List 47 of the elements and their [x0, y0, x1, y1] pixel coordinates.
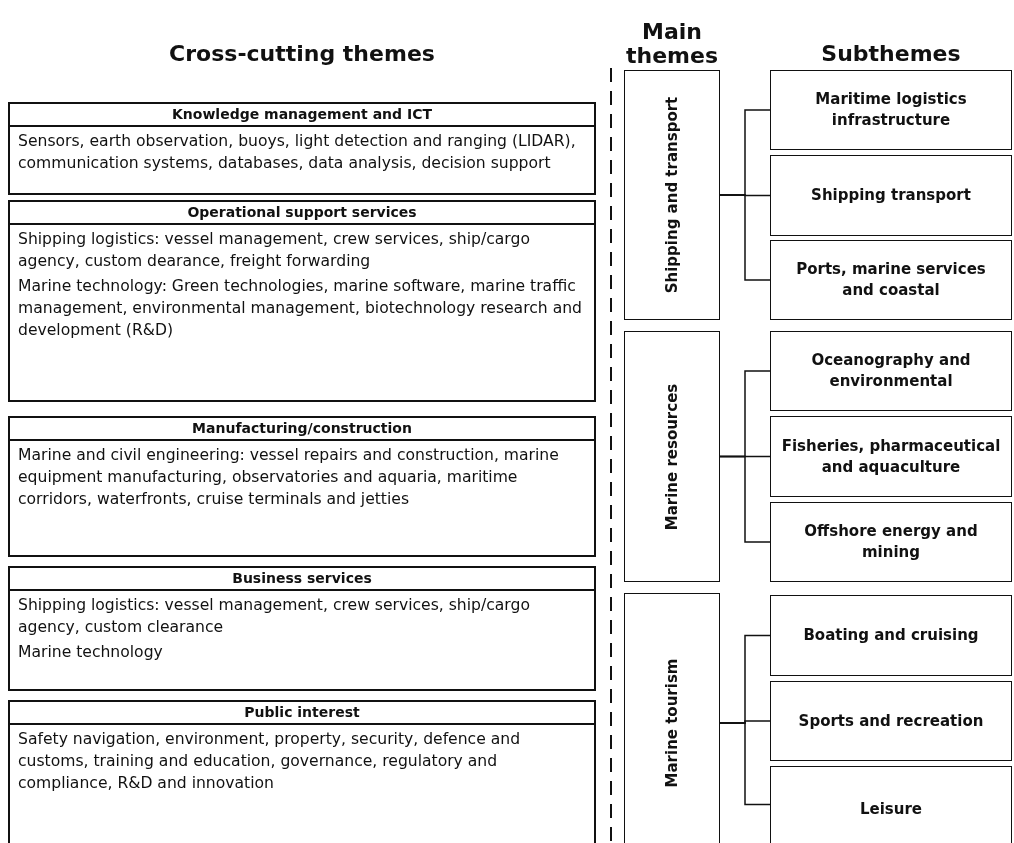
- main-theme-box: [624, 593, 720, 843]
- subtheme-box: [770, 681, 1012, 761]
- subtheme-box: [770, 70, 1012, 150]
- subtheme-label: Offshore energy and mining: [803, 521, 979, 563]
- main-theme-box: [624, 70, 720, 320]
- subtheme-label: Sports and recreation: [798, 710, 984, 732]
- theme-box: [8, 200, 596, 402]
- theme-description: Marine technology: [17, 642, 164, 663]
- connector-line: [719, 722, 771, 806]
- theme-box: [8, 566, 596, 691]
- main-theme-box: [624, 331, 720, 582]
- subtheme-label: Leisure: [859, 799, 923, 820]
- main-theme-label: Marine resources: [663, 383, 681, 530]
- theme-box: [8, 102, 596, 195]
- subtheme-box: [770, 502, 1012, 582]
- theme-description: Shipping logistics: vessel management, crew services, ship/cargo agency, custom dearance, freight forwarding: [17, 229, 531, 272]
- column-heading: Main themes: [624, 20, 719, 68]
- theme-description: Safety navigation, environment, property, security, defence and customs, training and education, governance, regulatory and compliance, R&D and innovation: [17, 729, 522, 794]
- subtheme-label: Fisheries, pharmaceutical and aquaculture: [780, 435, 1002, 478]
- theme-box: [8, 416, 596, 557]
- theme-heading: Business services: [10, 568, 594, 591]
- theme-heading: Manufacturing/construction: [10, 418, 594, 441]
- theme-description: Sensors, earth observation, buoys, light detection and ranging (LIDAR), communication systems, databases, data analysis, decision support: [17, 131, 577, 174]
- subtheme-label: Ports, marine services and coastal: [795, 259, 987, 301]
- connector-line: [719, 194, 771, 281]
- subtheme-label: Boating and cruising: [803, 625, 979, 646]
- subtheme-box: [770, 766, 1012, 843]
- subtheme-box: [770, 416, 1012, 497]
- main-theme-label: Marine tourism: [663, 658, 681, 788]
- subtheme-box: [770, 595, 1012, 676]
- subtheme-label: Oceanography and environmental: [810, 350, 972, 392]
- theme-heading: Knowledge management and ICT: [10, 104, 594, 127]
- column-heading: Cross-cutting themes: [168, 42, 436, 66]
- subtheme-box: [770, 240, 1012, 320]
- theme-box: [8, 700, 596, 843]
- theme-description: Marine and civil engineering: vessel repairs and construction, marine equipment manufacturing, observatories and aquaria, maritime corridors, waterfronts, cruise terminals and jetties: [17, 445, 560, 510]
- theme-description: Shipping logistics: vessel management, crew services, ship/cargo agency, custom clearance: [17, 595, 531, 638]
- subtheme-label: Shipping transport: [811, 185, 971, 206]
- subtheme-box: [770, 155, 1012, 236]
- connector-line: [719, 455, 771, 543]
- subtheme-box: [770, 331, 1012, 411]
- subtheme-label: Maritime logistics infrastructure: [814, 89, 968, 131]
- theme-heading: Operational support services: [10, 202, 594, 225]
- main-theme-label: Shipping and transport: [663, 96, 681, 294]
- theme-description: Marine technology: Green technologies, marine software, marine traffic management, environmental management, biotechnology research and development (R&D): [17, 276, 583, 341]
- column-heading: Subthemes: [820, 42, 962, 66]
- theme-heading: Public interest: [10, 702, 594, 725]
